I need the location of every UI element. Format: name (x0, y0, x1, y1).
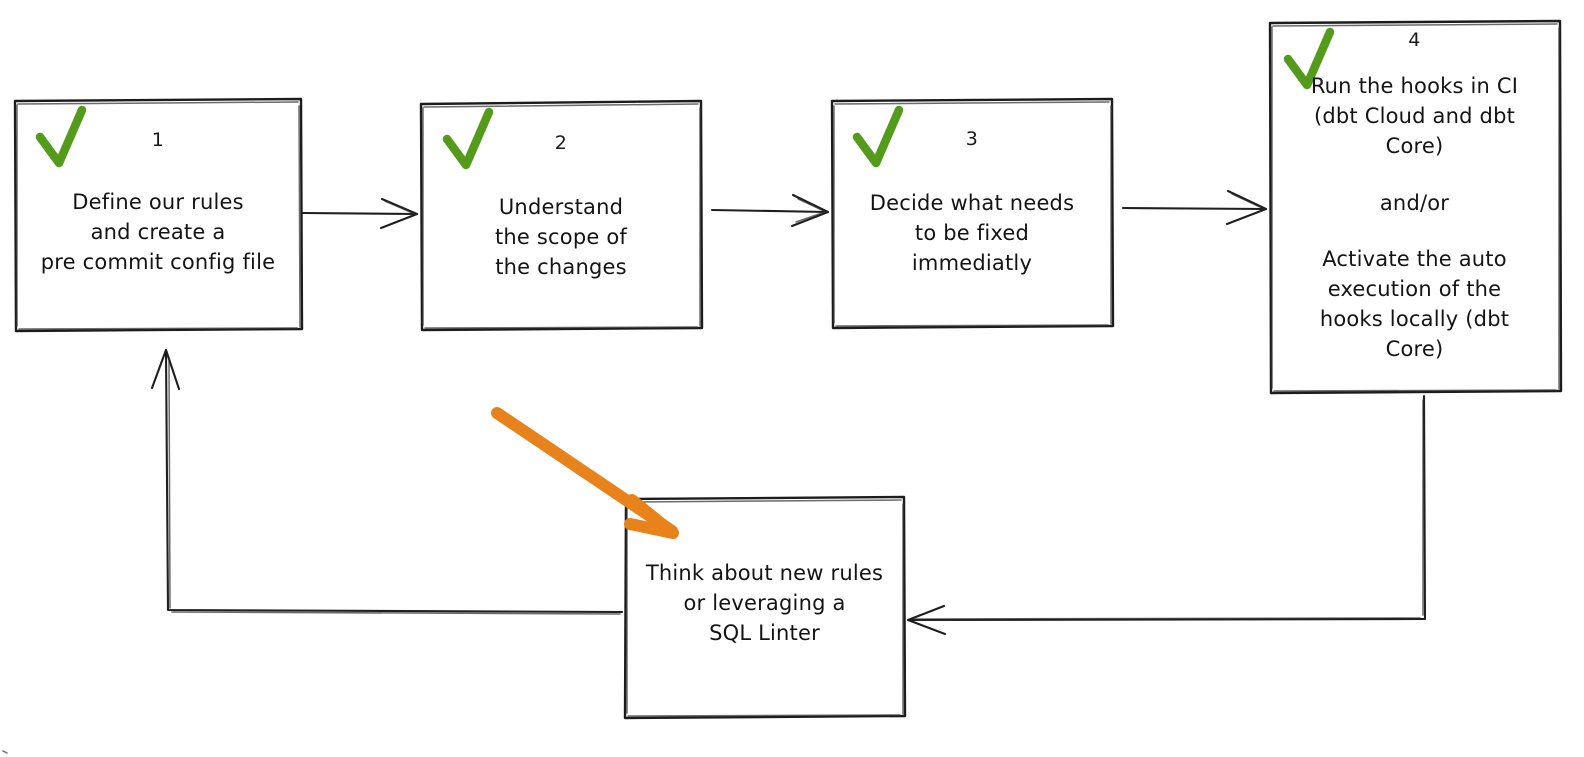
flow-node-understand-scope[interactable]: 2 Understand the scope of the changes (420, 101, 702, 329)
node-5-text: Think about new rules or leveraging a SQ… (645, 561, 884, 645)
node-4-number: 4 (1408, 29, 1421, 51)
node-2-number: 2 (554, 132, 568, 154)
flow-node-think-new-rules[interactable]: Think about new rules or leveraging a SQ… (624, 497, 905, 718)
node-2-text: Understand the scope of the changes (494, 195, 628, 279)
connector-5-to-1 (150, 348, 624, 615)
connector-1-to-2 (301, 197, 419, 230)
connector-2-to-3 (710, 193, 830, 228)
node-4-text-andor: and/or (1379, 191, 1450, 216)
flow-node-run-hooks-ci[interactable]: 4 Run the hooks in CI (dbt Cloud and dbt… (1268, 21, 1561, 393)
node-1-number: 1 (151, 129, 165, 151)
node-4-text-top: Run the hooks in CI (dbt Cloud and dbt C… (1310, 74, 1519, 158)
node-3-text: Decide what needs to be fixed immediatly (869, 191, 1075, 275)
node-4-text-bottom: Activate the auto execution of the hooks… (1319, 247, 1510, 361)
connector-4-to-5 (906, 394, 1427, 636)
connector-3-to-4 (1121, 189, 1268, 226)
flow-node-decide-fixes[interactable]: 3 Decide what needs to be fixed immediat… (831, 99, 1113, 327)
stray-pen-mark (2, 750, 8, 754)
flow-node-define-rules[interactable]: 1 Define our rules and create a pre comm… (14, 99, 302, 331)
node-1-text: Define our rules and create a pre commit… (40, 190, 276, 274)
node-3-number: 3 (965, 128, 979, 150)
